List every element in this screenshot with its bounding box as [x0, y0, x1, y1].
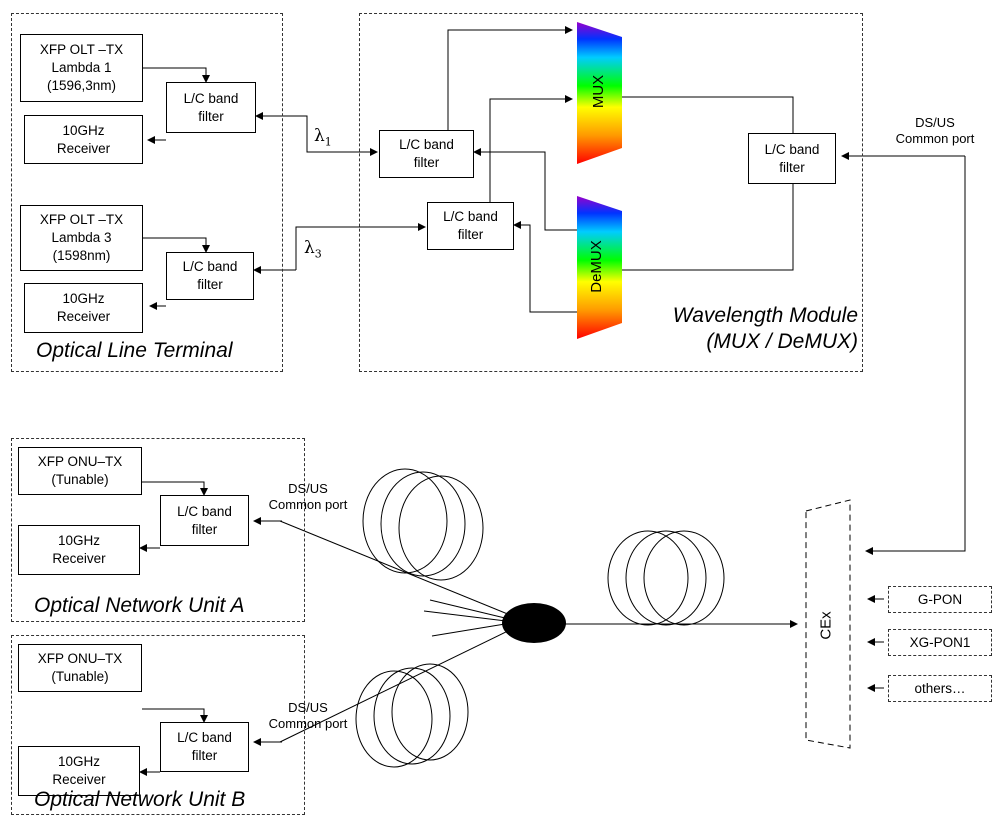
olt-filter1-box: L/C band filter [166, 82, 256, 133]
olt-title: Optical Line Terminal [36, 339, 233, 362]
wm-filter-a-box: L/C band filter [379, 130, 474, 178]
olt-group [11, 13, 283, 372]
wm-filter-common-box: L/C band filter [748, 133, 836, 184]
onu-b-filter-box: L/C band filter [160, 722, 249, 772]
wavelength-module-group [359, 13, 863, 372]
demux-block [577, 196, 622, 339]
mux-label: MUX [590, 74, 608, 109]
onu-a-title: Optical Network Unit A [34, 594, 245, 617]
onu-b-rx-box: 10GHz Receiver [18, 746, 140, 796]
onu-b-port-label: DS/US Common port [268, 700, 348, 731]
onu-a-tx-box: XFP ONU–TX (Tunable) [18, 447, 142, 495]
lambda-1-label: λ1 [314, 126, 332, 149]
wm-filter-b-box: L/C band filter [427, 202, 514, 250]
olt-tx3-box: XFP OLT –TX Lambda 3 (1598nm) [20, 205, 143, 271]
olt-common-port-label: DS/US Common port [895, 115, 975, 146]
onu-b-tx-box: XFP ONU–TX (Tunable) [18, 644, 142, 692]
olt-rx3-box: 10GHz Receiver [24, 283, 143, 333]
wm-title: Wavelength Module (MUX / DeMUX) [672, 304, 858, 353]
olt-tx1-box: XFP OLT –TX Lambda 1 (1596,3nm) [20, 34, 143, 102]
cex-label: CEx [817, 611, 835, 640]
onu-a-filter-box: L/C band filter [160, 495, 249, 546]
lambda-3-label: λ3 [304, 238, 322, 261]
onu-a-port-label: DS/US Common port [268, 481, 348, 512]
demux-label: DeMUX [587, 240, 605, 293]
mux-block [577, 22, 622, 164]
onu-b-title: Optical Network Unit B [34, 788, 246, 811]
olt-filter3-box: L/C band filter [166, 252, 254, 300]
pon-box-others: others… [888, 675, 992, 702]
onu-a-group [11, 438, 305, 622]
pon-box-xgpon1: XG-PON1 [888, 629, 992, 656]
pon-box-gpon: G-PON [888, 586, 992, 613]
splitter-node [502, 603, 566, 643]
olt-rx1-box: 10GHz Receiver [24, 115, 143, 164]
onu-a-rx-box: 10GHz Receiver [18, 525, 140, 575]
